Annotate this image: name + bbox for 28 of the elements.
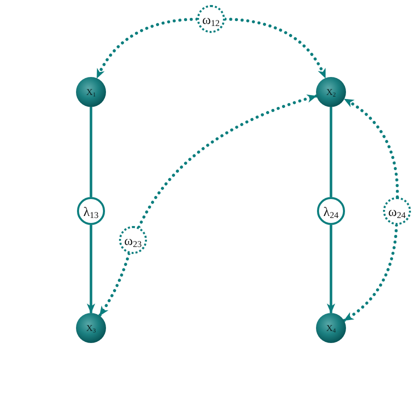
arrow — [86, 225, 96, 314]
sphere-node — [316, 77, 346, 107]
node-label: X$_{4}$ — [326, 324, 336, 332]
node-label: X$_{2}$ — [326, 88, 336, 96]
sphere-node — [76, 313, 106, 343]
dotted-parameter-circle — [197, 5, 225, 33]
node-label: X$_{1}$ — [86, 88, 96, 96]
parameter-circle — [77, 197, 105, 225]
node-label: ω$_{24}$ — [388, 204, 406, 218]
node-label: ω$_{12}$ — [202, 12, 220, 26]
arrow — [137, 94, 318, 229]
arrow — [224, 18, 327, 80]
connector-line — [90, 107, 92, 197]
parameter-circle — [317, 197, 345, 225]
node-label: λ$_{13}$ — [83, 204, 99, 218]
arrow — [98, 252, 131, 318]
node-label: λ$_{24}$ — [323, 204, 339, 218]
node-label: X$_{3}$ — [86, 324, 96, 332]
connector-line — [330, 107, 332, 197]
arrow — [342, 98, 399, 198]
arrow — [326, 225, 336, 314]
arrow — [95, 18, 198, 80]
arrow — [342, 224, 398, 322]
sphere-node — [76, 77, 106, 107]
dotted-parameter-circle — [119, 226, 147, 254]
sphere-node — [316, 313, 346, 343]
node-label: ω$_{23}$ — [124, 234, 142, 246]
dotted-parameter-circle — [383, 197, 411, 225]
